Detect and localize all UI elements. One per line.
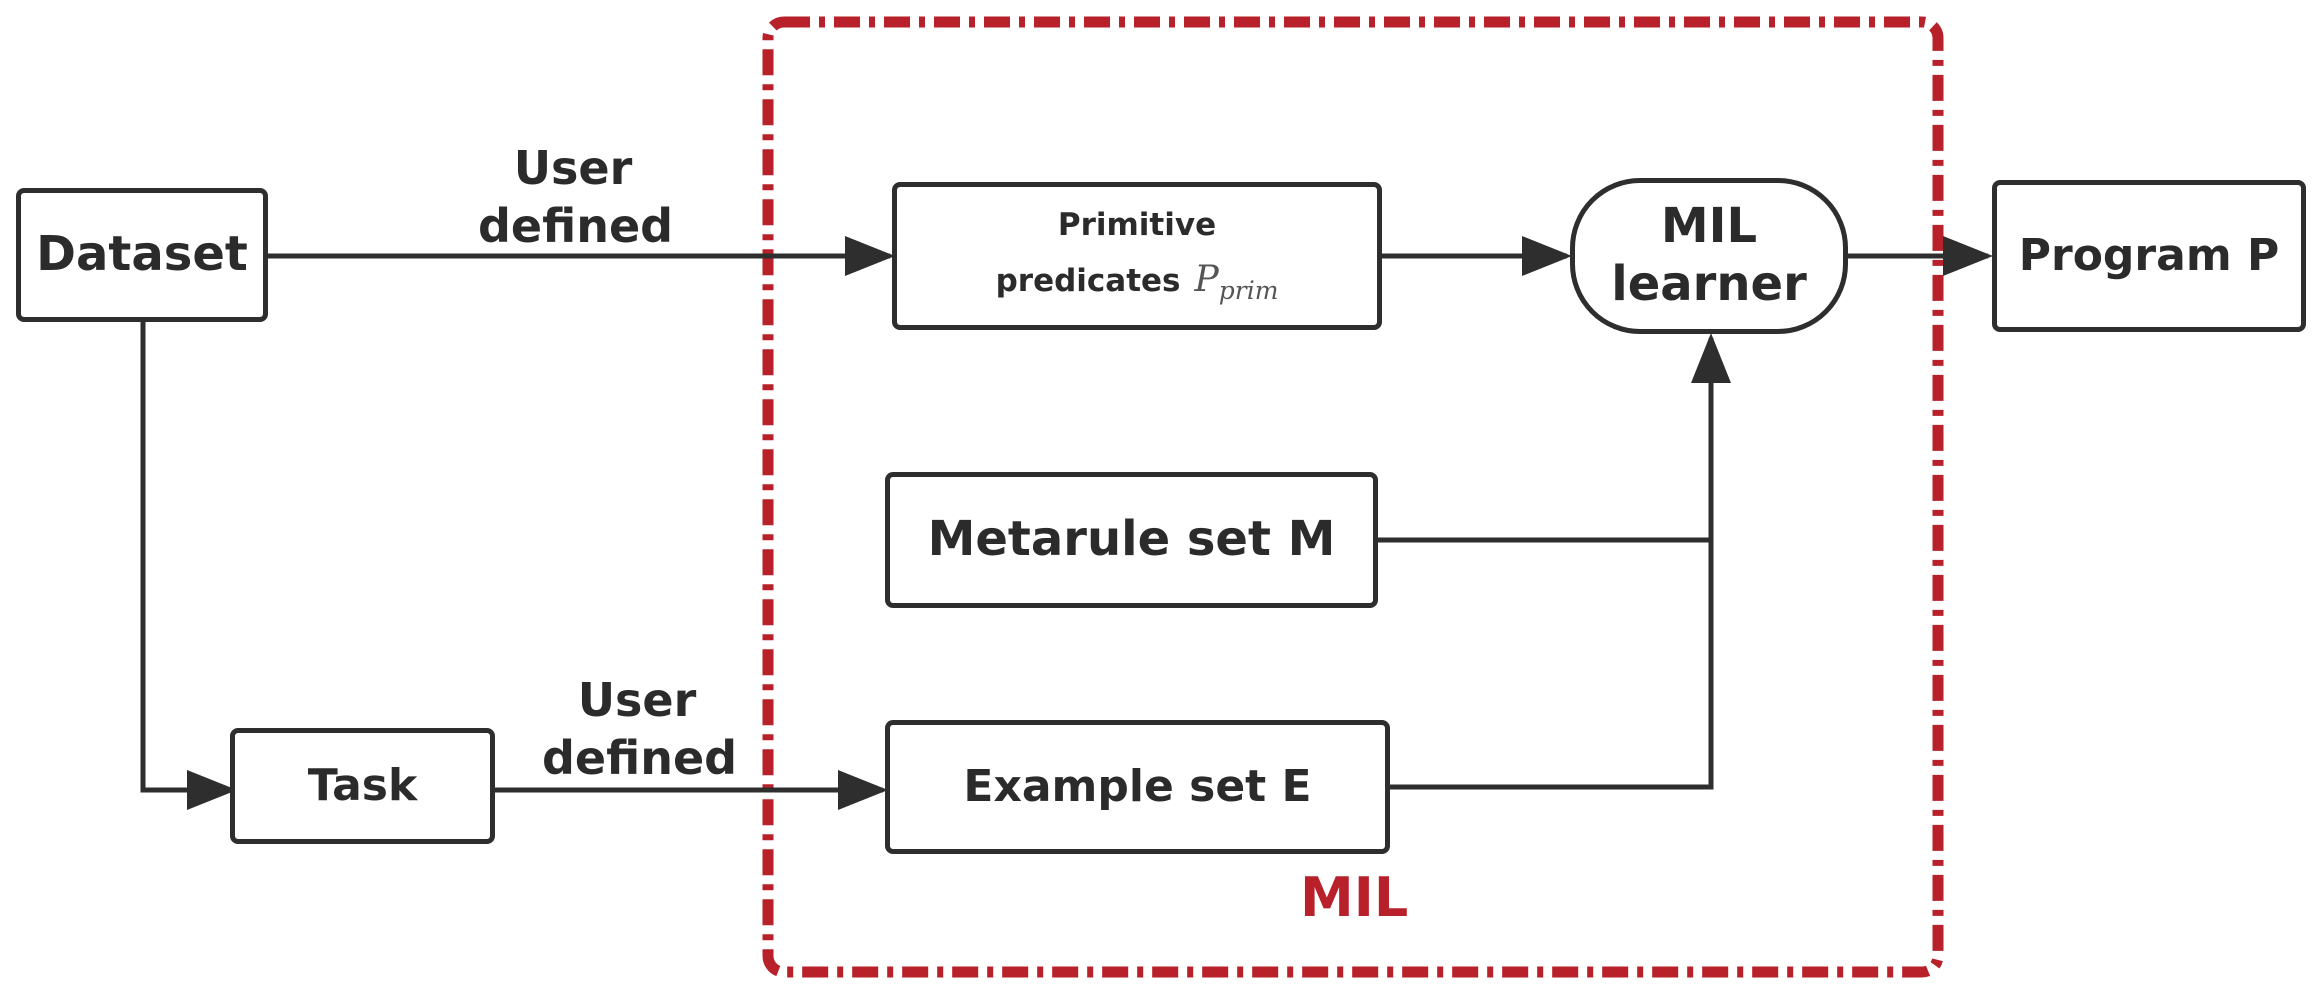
program-label: Program P	[2018, 229, 2280, 281]
primitive-label-line2-row: predicates Pprim	[996, 251, 1279, 311]
edge-label-user-defined-top: User defined	[478, 140, 674, 255]
primitive-label-line2: predicates	[995, 262, 1181, 299]
dataset-label: Dataset	[36, 226, 248, 283]
edge-label-bottom-line1: User	[577, 673, 697, 727]
edge-label-bottom-line2: defined	[542, 730, 738, 785]
example-set-node: Example set E	[885, 720, 1390, 854]
example-label: Example set E	[963, 760, 1312, 812]
task-node: Task	[230, 728, 495, 844]
mil-learner-line2: learner	[1611, 256, 1807, 312]
edge-label-user-defined-bottom: User defined	[542, 672, 738, 787]
primitive-math-symbol: Pprim	[1194, 258, 1279, 305]
primitive-symbol: P	[1194, 258, 1219, 300]
edge-label-top-line1: User	[513, 141, 633, 195]
metarule-label: Metarule set M	[927, 511, 1336, 568]
mil-learner-line1: MIL	[1660, 198, 1758, 255]
primitive-subscript: prim	[1218, 275, 1279, 305]
mil-region-border	[762, 16, 1944, 978]
edge-label-top-line2: defined	[478, 198, 674, 253]
primitive-predicates-node: Primitive predicates Pprim	[892, 182, 1382, 330]
metarule-set-node: Metarule set M	[885, 472, 1378, 608]
program-node: Program P	[1992, 180, 2306, 332]
mil-learner-node: MIL learner	[1570, 178, 1848, 334]
arrow-example-to-learner	[1390, 333, 1731, 790]
mil-region-label: MIL	[1300, 866, 1409, 929]
task-label: Task	[307, 759, 418, 811]
arrow-dataset-to-task	[140, 322, 237, 810]
primitive-label-line1: Primitive	[1057, 207, 1217, 244]
dataset-node: Dataset	[16, 188, 268, 322]
